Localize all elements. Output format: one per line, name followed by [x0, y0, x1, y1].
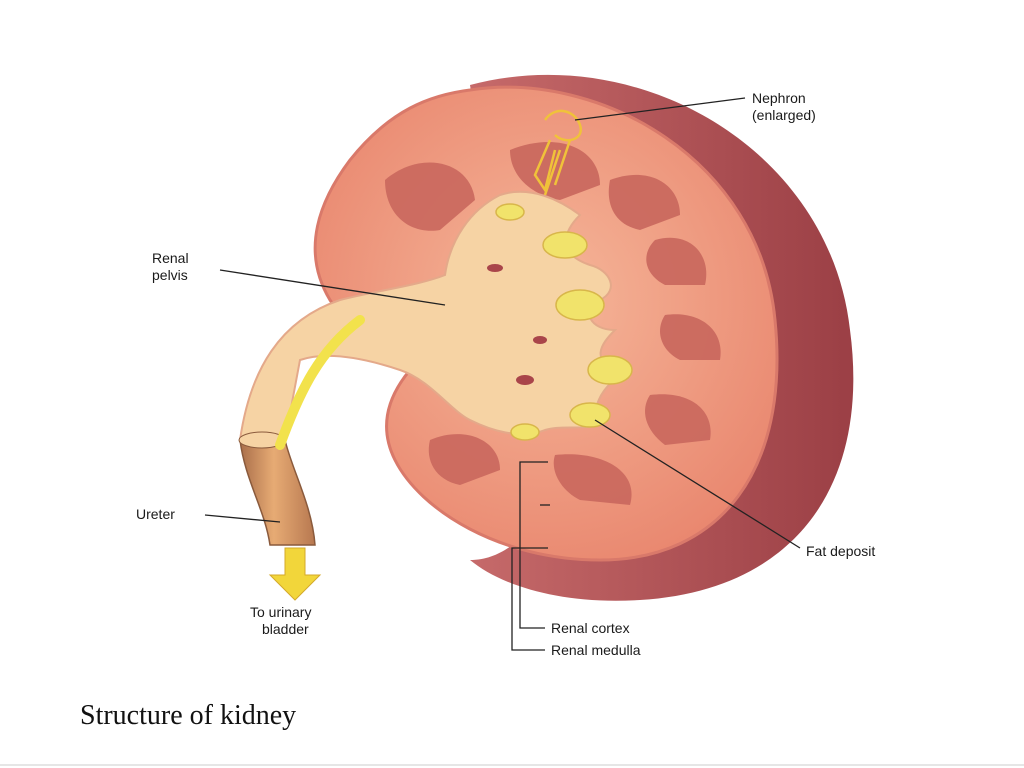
vessel-dot — [487, 264, 503, 272]
renal-cortex-label: Renal cortex — [551, 620, 630, 636]
to-bladder-label-line1: To urinary — [250, 604, 311, 620]
nephron-label: Nephron — [752, 90, 806, 106]
fat-deposits — [495, 203, 633, 441]
renal-pelvis-label-line1: Renal — [152, 250, 189, 266]
pyramid — [428, 434, 500, 485]
bottom-divider — [0, 764, 1024, 766]
vessel-dot — [533, 336, 547, 344]
fat-leader — [594, 419, 801, 549]
ureter-label: Ureter — [136, 506, 175, 522]
fat-deposit — [495, 203, 525, 221]
cortex-leader — [519, 461, 548, 629]
pyramid — [646, 237, 707, 285]
fat-deposit-label: Fat deposit — [806, 543, 875, 559]
nephron-sub-label: (enlarged) — [752, 107, 816, 123]
fat-deposit — [555, 289, 605, 321]
renal-pyramids — [385, 142, 721, 505]
to-bladder-arrow — [268, 547, 322, 601]
pyramid — [553, 454, 632, 505]
pyramid — [608, 174, 680, 230]
nephron-leader — [574, 97, 746, 121]
ureter-tube — [239, 439, 316, 546]
medulla-leader — [511, 547, 548, 651]
pyramid — [510, 142, 600, 200]
pyramid — [660, 314, 721, 360]
fat-deposit — [510, 423, 540, 441]
fat-deposit — [569, 402, 611, 428]
pyramid — [645, 394, 711, 445]
ureter-leader — [204, 514, 281, 523]
pyramid — [385, 162, 475, 231]
renal-pelvis-label-line2: pelvis — [152, 267, 188, 283]
vessel-dots — [487, 264, 547, 385]
leader-lines — [204, 97, 801, 651]
renal-medulla-label: Renal medulla — [551, 642, 641, 658]
fat-deposit — [542, 231, 588, 259]
nephron-illustration — [533, 109, 583, 196]
slide-caption: Structure of kidney — [80, 700, 297, 731]
to-bladder-label-line2: bladder — [262, 621, 309, 637]
vessel-dot — [516, 375, 534, 385]
fat-deposit — [587, 355, 633, 385]
pelvis-leader — [219, 269, 446, 306]
ureter-flow-line — [275, 315, 365, 450]
